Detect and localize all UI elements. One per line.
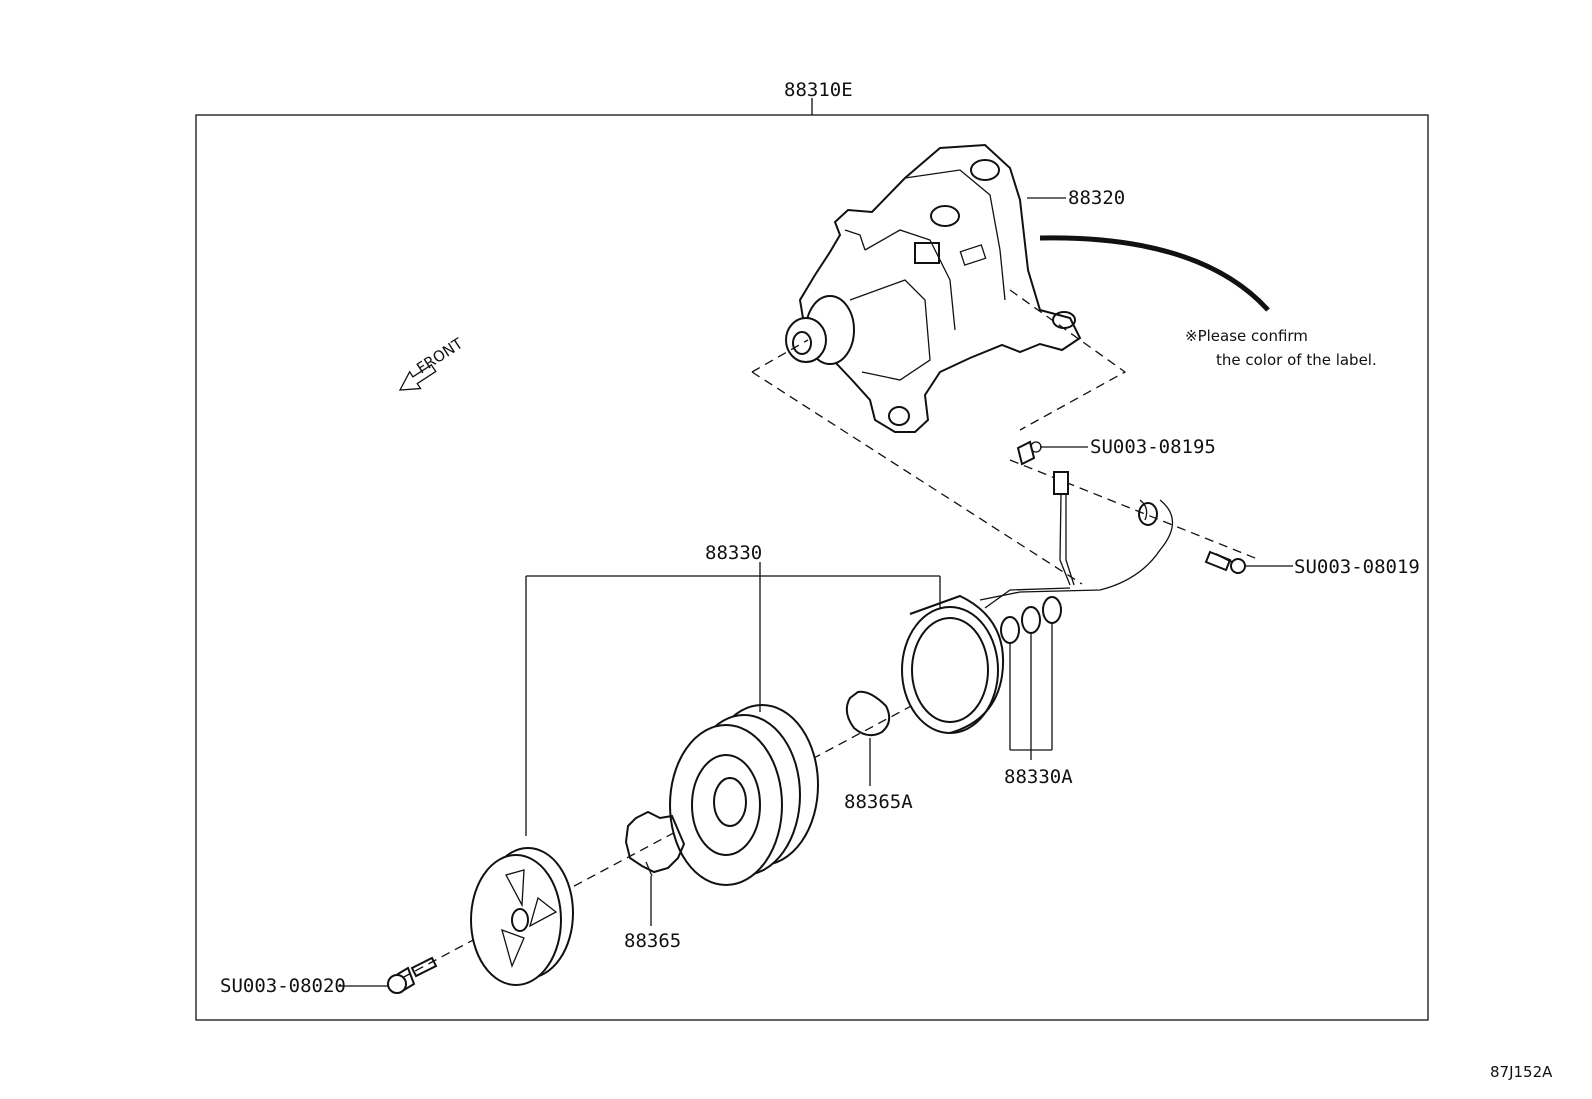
figure-code: 87J152A <box>1490 1063 1553 1081</box>
wiring-harness[interactable] <box>979 471 1173 601</box>
front-arrow-icon <box>398 363 437 391</box>
label-88365[interactable]: 88365 <box>624 930 681 952</box>
pulley[interactable] <box>669 704 819 886</box>
label-88330[interactable]: 88330 <box>705 542 762 564</box>
leader-88330A <box>1009 623 1053 760</box>
label-SU003-08195[interactable]: SU003-08195 <box>1090 436 1216 458</box>
label-wire <box>1039 235 1270 312</box>
dash-box <box>751 289 1261 585</box>
snap-ring[interactable] <box>624 810 686 877</box>
label-SU003-08020[interactable]: SU003-08020 <box>220 975 346 997</box>
snap-ring-a[interactable] <box>845 690 891 737</box>
label-88365A[interactable]: 88365A <box>844 791 913 813</box>
label-88330A[interactable]: 88330A <box>1004 766 1073 788</box>
leader-88330 <box>525 562 941 836</box>
label-88320[interactable]: 88320 <box>1068 187 1125 209</box>
note-line2: the color of the label. <box>1216 351 1377 369</box>
note-line1: ※Please confirm <box>1185 327 1308 345</box>
bolt-front[interactable] <box>387 956 438 994</box>
bolt-rear[interactable] <box>1204 550 1246 574</box>
label-88310E[interactable]: 88310E <box>784 79 853 101</box>
field-coil[interactable] <box>901 587 1071 734</box>
label-SU003-08019[interactable]: SU003-08019 <box>1294 556 1420 578</box>
clutch-hub[interactable] <box>470 847 574 986</box>
clip-part[interactable] <box>1016 440 1042 466</box>
front-arrow-label: FRONT <box>413 334 466 377</box>
compressor-body[interactable] <box>785 143 1082 433</box>
